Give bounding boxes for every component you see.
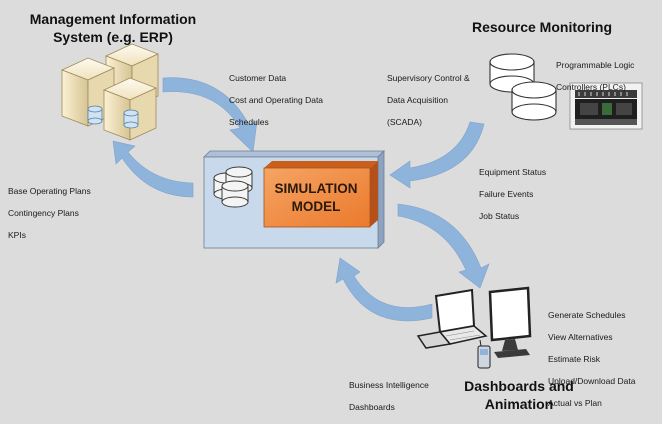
label-scada-line-2: Data Acquisition bbox=[387, 95, 448, 105]
bi-label: Business Intelligence Dashboards bbox=[349, 369, 429, 424]
label-equipment-status: Equipment Status bbox=[479, 167, 547, 177]
label-actual-vs-plan: Actual vs Plan bbox=[548, 398, 602, 408]
label-kpis: KPIs bbox=[8, 230, 26, 240]
arrow-sim-to-dashboards bbox=[397, 203, 490, 289]
label-base-operating-plans: Base Operating Plans bbox=[8, 186, 91, 196]
dashboard-features-label: Generate Schedules View Alternatives Est… bbox=[548, 299, 635, 420]
simulation-model-label: SIMULATION MODEL bbox=[274, 181, 358, 214]
mis-outputs-label: Base Operating Plans Contingency Plans K… bbox=[8, 175, 91, 252]
scada-label: Supervisory Control & Data Acquisition (… bbox=[387, 62, 470, 139]
mis-title: Management Information System (e.g. ERP) bbox=[29, 11, 197, 45]
label-dashboards: Dashboards bbox=[349, 402, 395, 412]
label-view-alternatives: View Alternatives bbox=[548, 332, 613, 342]
arrow-scada-to-sim bbox=[389, 121, 485, 189]
label-generate-schedules: Generate Schedules bbox=[548, 310, 626, 320]
plc-label: Programmable Logic Controllers (PLCs) bbox=[556, 49, 634, 104]
mis-inputs-label: Customer Data Cost and Operating Data Sc… bbox=[229, 62, 323, 139]
label-scada-line-3: (SCADA) bbox=[387, 117, 422, 127]
monitor-icon bbox=[488, 286, 532, 358]
label-job-status: Job Status bbox=[479, 211, 520, 221]
label-plc-line-1: Programmable Logic bbox=[556, 60, 635, 70]
label-customer-data: Customer Data bbox=[229, 73, 287, 83]
dashboards-title: Dashboards and Animation bbox=[464, 378, 574, 412]
plc-icon bbox=[569, 82, 643, 130]
database-icon bbox=[213, 166, 253, 208]
label-cost-operating-data: Cost and Operating Data bbox=[229, 95, 324, 105]
arrow-dashboards-to-sim bbox=[335, 257, 433, 322]
arrow-mis-to-sim bbox=[162, 77, 258, 153]
label-contingency-plans: Contingency Plans bbox=[8, 208, 79, 218]
label-upload-download-data: Upload/Download Data bbox=[548, 376, 636, 386]
phone-icon bbox=[477, 339, 491, 369]
scada-database-icon bbox=[489, 53, 557, 121]
resource-monitoring-title: Resource Monitoring bbox=[471, 19, 612, 35]
label-plc-line-2: Controllers (PLCs) bbox=[556, 82, 626, 92]
label-scada-line-1: Supervisory Control & bbox=[387, 73, 470, 83]
arrow-sim-to-mis bbox=[112, 140, 194, 198]
label-schedules: Schedules bbox=[229, 117, 269, 127]
resource-outputs-label: Equipment Status Failure Events Job Stat… bbox=[479, 156, 546, 233]
laptop-icon bbox=[416, 288, 488, 349]
label-estimate-risk: Estimate Risk bbox=[548, 354, 600, 364]
label-business-intelligence: Business Intelligence bbox=[349, 380, 429, 390]
label-failure-events: Failure Events bbox=[479, 189, 534, 199]
server-cluster-icon bbox=[60, 43, 160, 141]
